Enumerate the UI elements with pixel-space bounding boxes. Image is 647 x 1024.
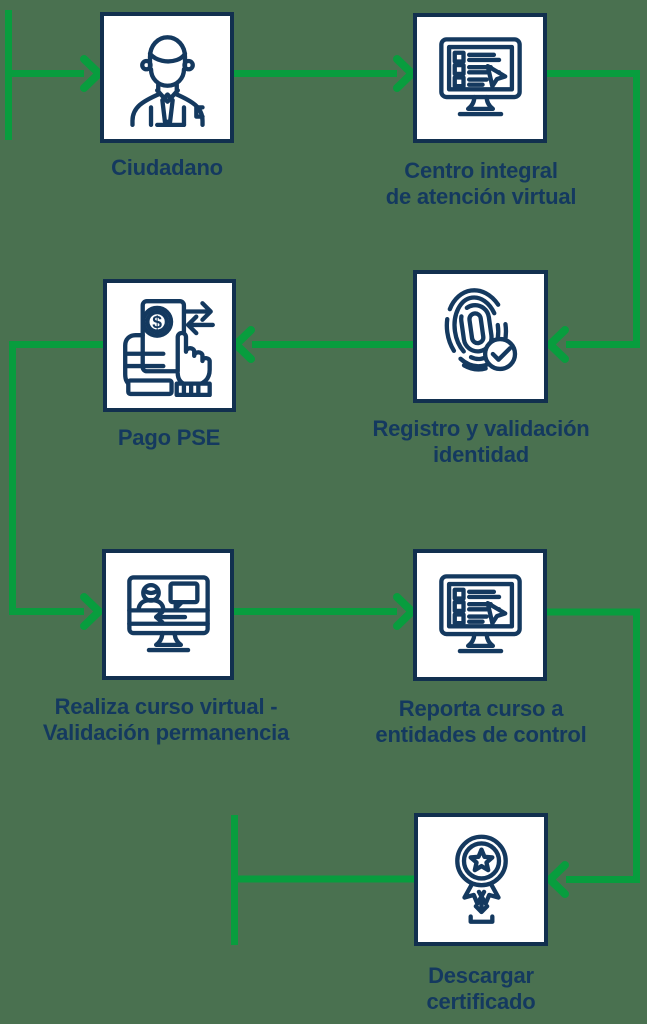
arrowhead-into-pago: [232, 326, 255, 363]
connector-reporta-to-descargar: [547, 608, 640, 883]
connector-centro-to-registro: [547, 70, 640, 348]
label-pago-pse: Pago PSE: [117, 425, 221, 450]
arrowhead-into-ciudadano: [80, 55, 103, 92]
label-reporta-curso: Reporta curso a entidades de control: [375, 696, 587, 747]
monitor-checklist-icon: [438, 573, 522, 653]
label-centro-atencion: Centro integral de atención virtual: [385, 158, 577, 209]
node-ciudadano: [100, 12, 234, 143]
node-descargar-certificado: [414, 813, 548, 946]
label-ciudadano: Ciudadano: [111, 155, 223, 180]
node-reporta-curso: [413, 549, 547, 681]
node-pago-pse: $: [103, 279, 236, 412]
arrowhead-into-registro: [546, 326, 569, 363]
arrowhead-into-descargar: [546, 861, 569, 898]
label-descargar-certificado: Descargar certificado: [426, 963, 536, 1014]
person-icon: [129, 35, 205, 128]
node-registro-validacion: [413, 270, 548, 403]
node-centro-atencion: [413, 13, 547, 143]
fingerprint-check-icon: [444, 288, 518, 372]
label-curso-virtual: Realiza curso virtual - Validación perma…: [42, 694, 290, 745]
arrowhead-into-centro: [393, 55, 416, 92]
node-curso-virtual: [102, 549, 234, 680]
video-course-icon: [126, 575, 210, 653]
monitor-checklist-icon: [438, 36, 522, 116]
dollar-glyph: $: [152, 312, 162, 332]
award-download-icon: [454, 834, 508, 924]
arrowhead-into-curso: [80, 593, 103, 630]
mobile-payment-icon: $: [123, 299, 215, 397]
label-registro-validacion: Registro y validación identidad: [372, 416, 590, 467]
connector-pago-to-curso: [9, 341, 103, 615]
arrowhead-into-reporta: [393, 593, 416, 630]
